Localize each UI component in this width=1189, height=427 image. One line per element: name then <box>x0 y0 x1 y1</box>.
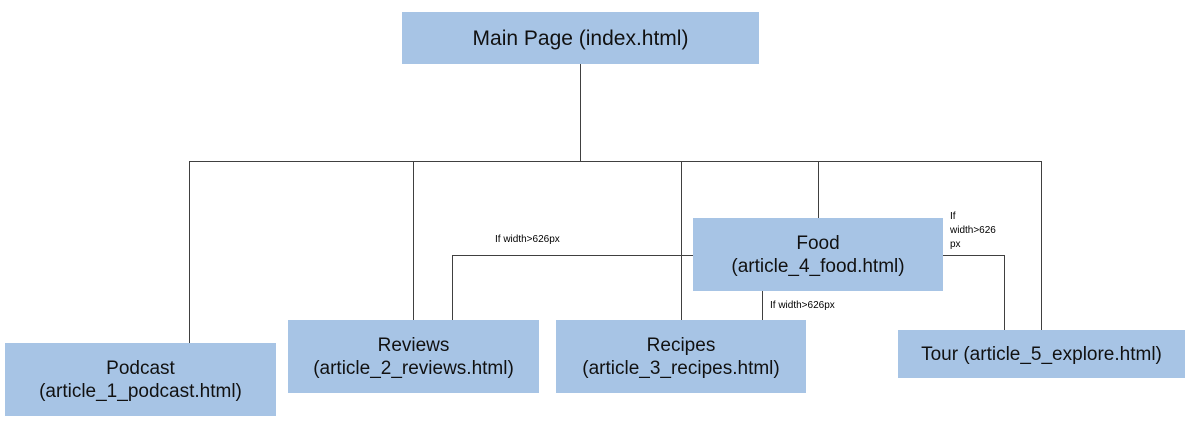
node-food: Food (article_4_food.html) <box>693 218 943 291</box>
node-food-file: (article_4_food.html) <box>731 255 905 277</box>
node-podcast-title: Podcast <box>106 357 175 379</box>
node-reviews: Reviews (article_2_reviews.html) <box>288 320 539 393</box>
node-tour-label: Tour (article_5_explore.html) <box>921 343 1162 365</box>
node-recipes-file: (article_3_recipes.html) <box>582 357 780 379</box>
node-reviews-title: Reviews <box>377 334 450 356</box>
node-tour: Tour (article_5_explore.html) <box>898 330 1185 378</box>
edge-label-food-to-reviews: If width>626px <box>495 234 560 245</box>
node-podcast: Podcast (article_1_podcast.html) <box>5 343 276 416</box>
food-to-reviews-line <box>452 255 693 320</box>
edge-label-food-to-recipes: If width>626px <box>770 300 835 311</box>
food-to-tour-line <box>943 255 1005 330</box>
node-main-page: Main Page (index.html) <box>402 12 759 64</box>
node-reviews-file: (article_2_reviews.html) <box>313 357 514 379</box>
edge-label-food-to-tour: If width>626 px <box>950 210 996 252</box>
node-recipes: Recipes (article_3_recipes.html) <box>556 320 806 393</box>
node-main-page-label: Main Page (index.html) <box>472 26 689 50</box>
edge-label-food-to-tour-line-1: If <box>950 211 956 222</box>
edge-label-food-to-tour-line-3: px <box>950 239 961 250</box>
node-recipes-title: Recipes <box>646 334 716 356</box>
edge-label-food-to-tour-line-2: width>626 <box>950 225 996 236</box>
node-food-title: Food <box>796 232 840 254</box>
node-podcast-file: (article_1_podcast.html) <box>39 380 242 402</box>
